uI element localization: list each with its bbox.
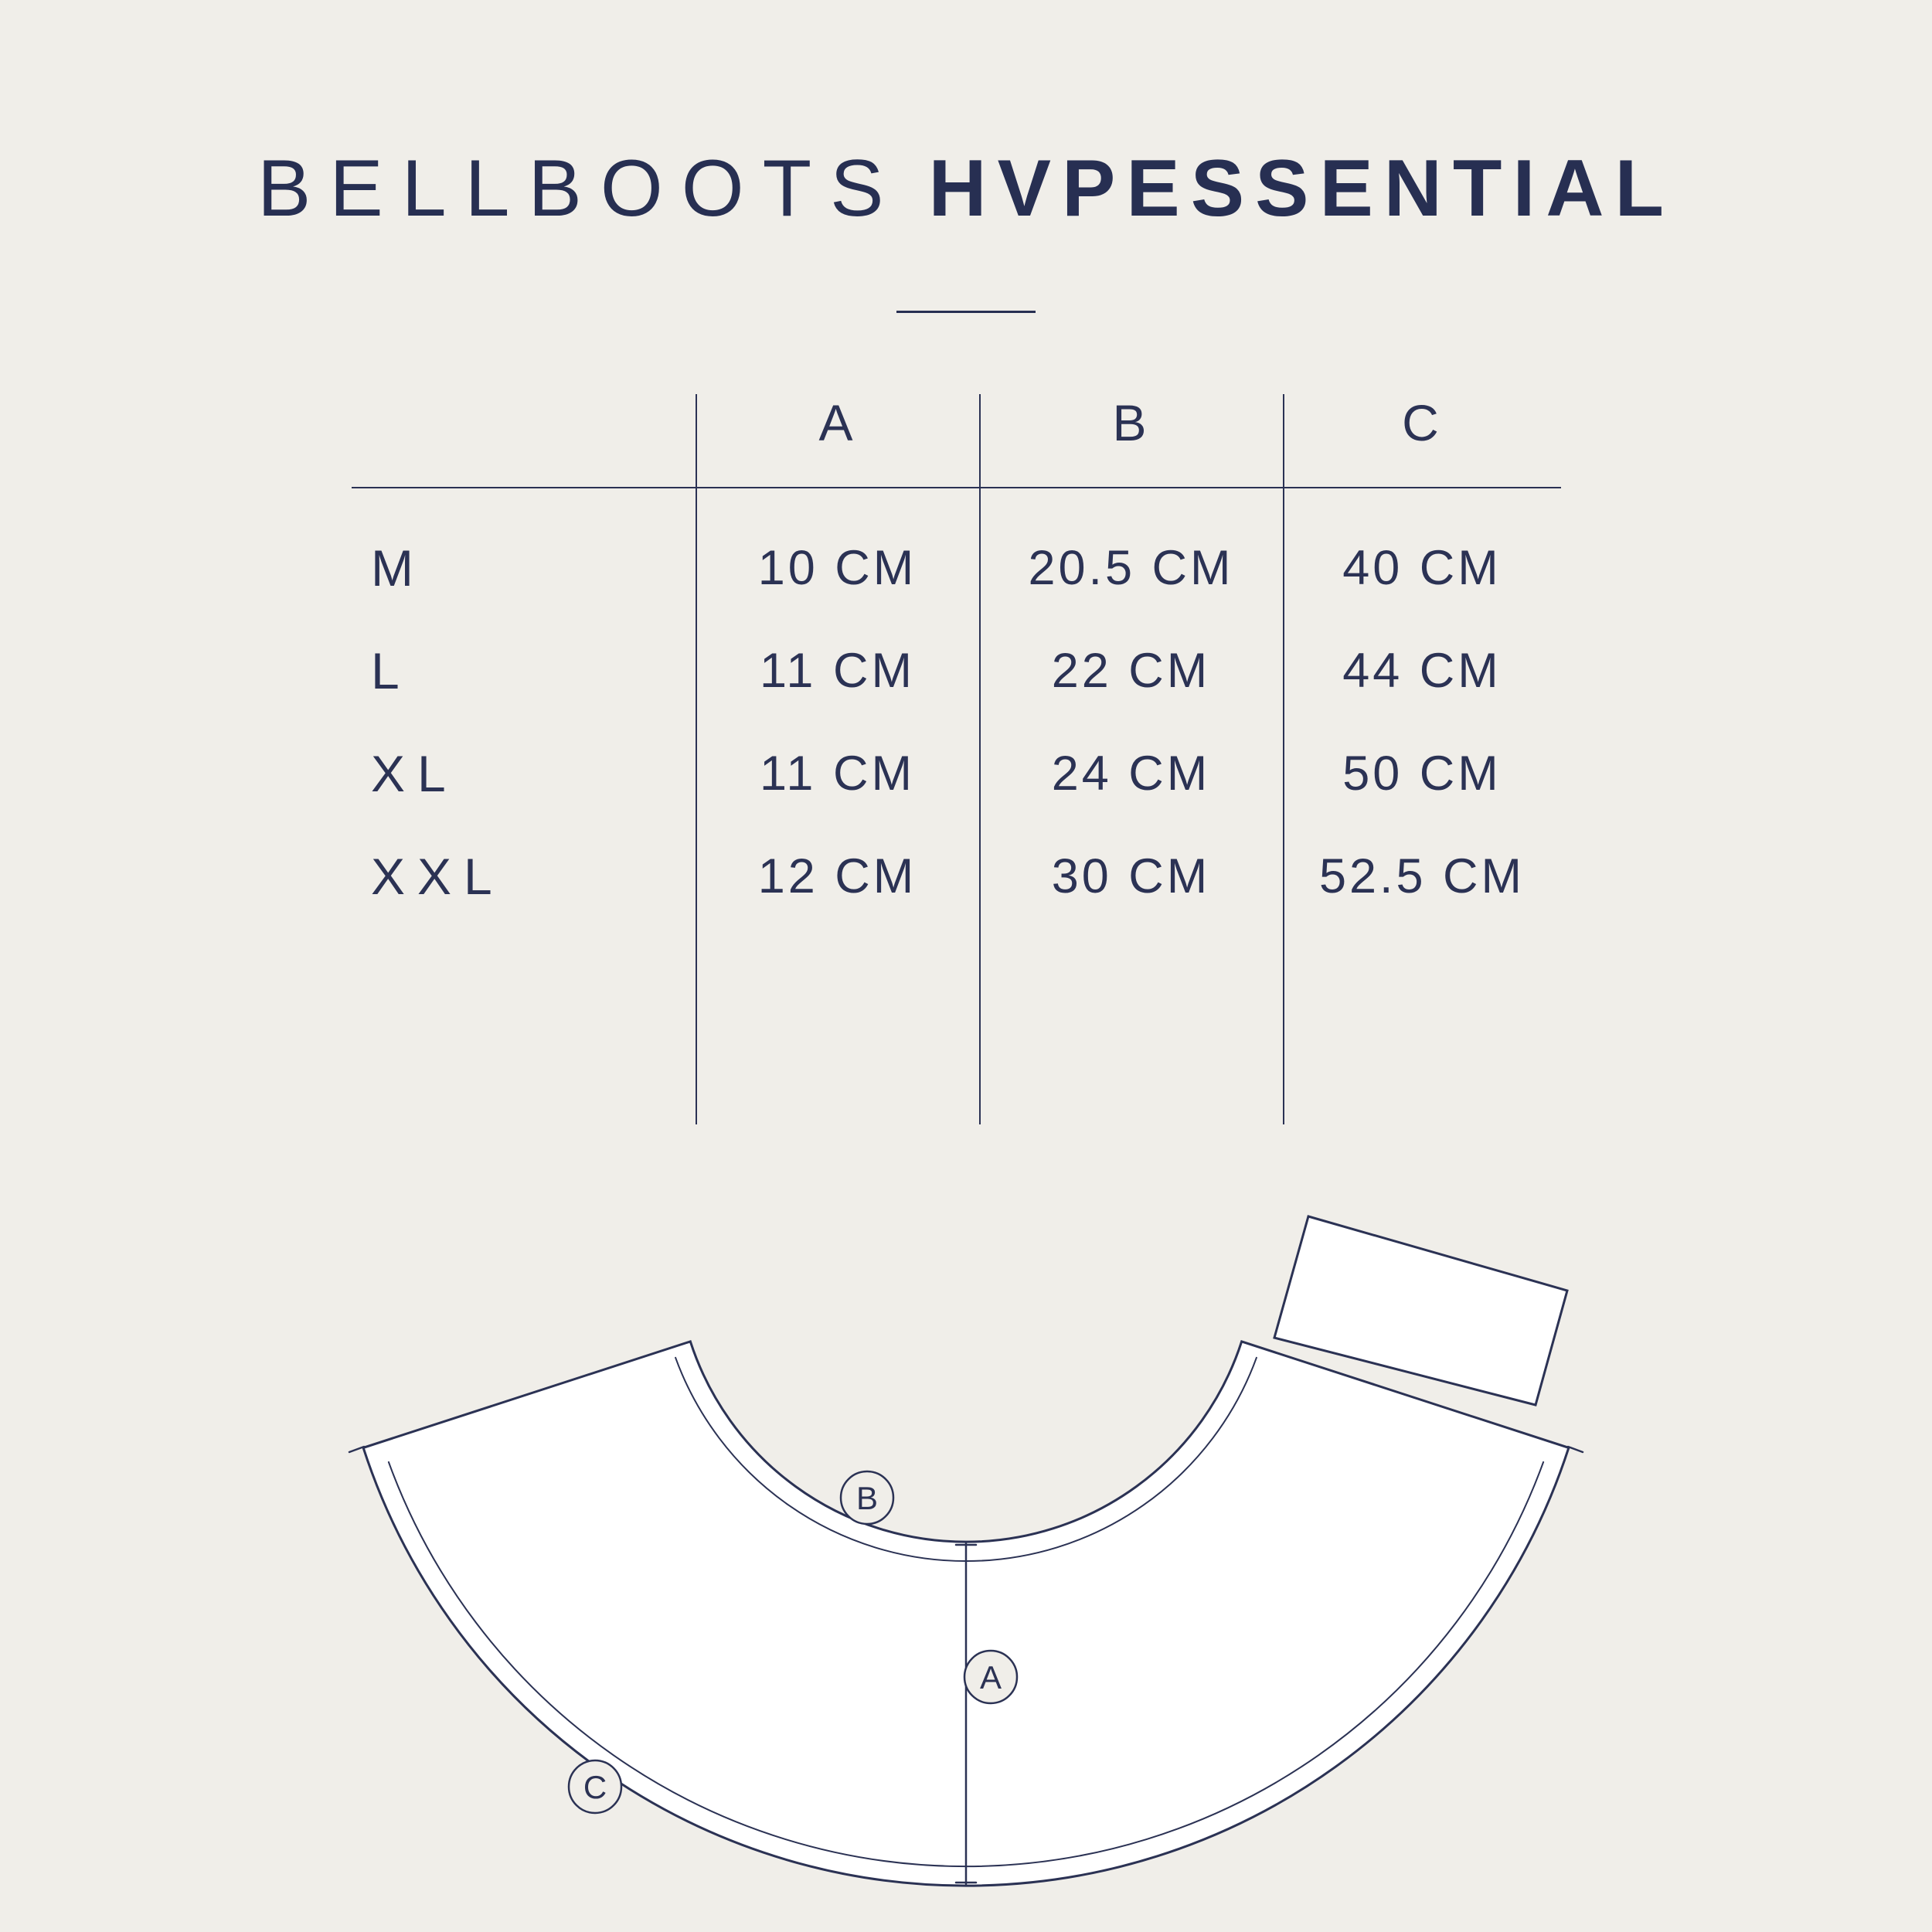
column-header-c: C bbox=[1402, 394, 1442, 451]
value-c: 52.5 CM bbox=[1318, 849, 1526, 903]
pattern-diagram: B A C bbox=[348, 1215, 1584, 1887]
page-title: BELLBOOTS HVPESSENTIAL bbox=[0, 143, 1932, 235]
value-b: 30 CM bbox=[1051, 849, 1211, 903]
size-label: L bbox=[371, 641, 412, 699]
value-c: 44 CM bbox=[1342, 643, 1502, 698]
value-b: 22 CM bbox=[1051, 643, 1211, 698]
value-b: 24 CM bbox=[1051, 746, 1211, 801]
table-header-row: A B C bbox=[352, 380, 1561, 465]
column-header-a: A bbox=[818, 394, 856, 451]
table-row: XXL 12 CM 30 CM 52.5 CM bbox=[352, 825, 1561, 927]
value-a: 11 CM bbox=[760, 746, 915, 801]
value-c: 50 CM bbox=[1342, 746, 1502, 801]
table-row: L 11 CM 22 CM 44 CM bbox=[352, 619, 1561, 722]
column-header-b: B bbox=[1112, 394, 1150, 451]
label-b-circle bbox=[839, 1470, 895, 1526]
title-product-name: BELLBOOTS bbox=[257, 144, 903, 233]
table-row: M 10 CM 20.5 CM 40 CM bbox=[352, 516, 1561, 619]
value-a: 10 CM bbox=[757, 540, 917, 595]
size-table: M 10 CM 20.5 CM 40 CM L 11 CM 22 CM 44 C… bbox=[352, 516, 1561, 927]
title-model-name: HVPESSENTIAL bbox=[928, 144, 1675, 233]
left-tip-tick bbox=[348, 1445, 366, 1454]
table-row: XL 11 CM 24 CM 50 CM bbox=[352, 722, 1561, 825]
table-column-divider-2 bbox=[979, 394, 981, 1124]
value-a: 12 CM bbox=[757, 849, 917, 903]
size-label: XXL bbox=[371, 847, 505, 905]
value-b: 20.5 CM bbox=[1028, 540, 1234, 595]
measure-labels: B A C bbox=[567, 1470, 1019, 1815]
label-b: B bbox=[856, 1480, 878, 1516]
value-a: 11 CM bbox=[760, 643, 915, 698]
label-c: C bbox=[583, 1769, 607, 1805]
table-column-divider-1 bbox=[696, 394, 697, 1124]
strap-tab bbox=[1273, 1215, 1569, 1406]
value-c: 40 CM bbox=[1342, 540, 1502, 595]
title-divider bbox=[896, 311, 1036, 313]
label-a-circle bbox=[963, 1649, 1019, 1705]
right-tip-tick bbox=[1566, 1445, 1584, 1454]
label-c-circle bbox=[567, 1759, 623, 1815]
size-label: XL bbox=[371, 744, 458, 802]
table-column-divider-3 bbox=[1283, 394, 1284, 1124]
table-header-divider bbox=[352, 487, 1561, 488]
label-a: A bbox=[980, 1659, 1002, 1696]
size-label: M bbox=[371, 539, 426, 597]
